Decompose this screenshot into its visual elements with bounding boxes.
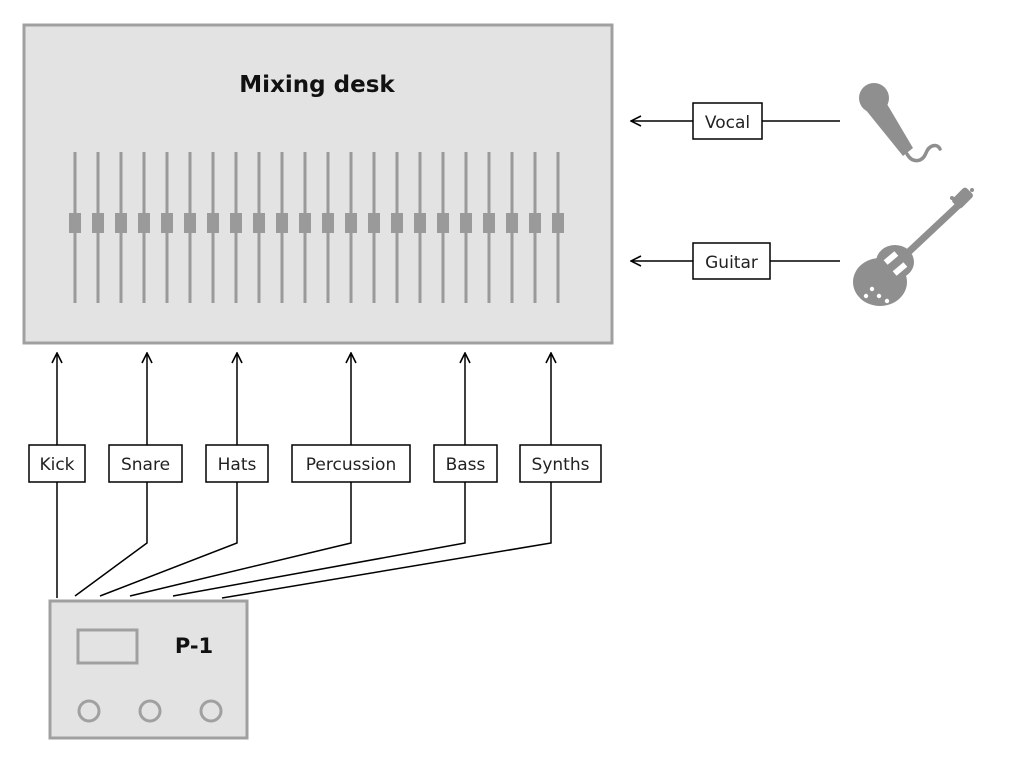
synths-label: Synths (532, 455, 590, 475)
cable-hats (99, 482, 238, 597)
fader (161, 152, 173, 303)
fader-knob (437, 213, 449, 233)
vocal-label: Vocal (705, 113, 750, 133)
p1-device-name: P-1 (175, 634, 213, 658)
fader (414, 152, 426, 303)
fader (207, 152, 219, 303)
p1-knob (199, 699, 223, 723)
fader-knob (506, 213, 518, 233)
kick-label-box (28, 444, 86, 483)
guitar-icon (853, 187, 974, 306)
fader-knob (138, 213, 150, 233)
fader (322, 152, 334, 303)
fader (138, 152, 150, 303)
p1-device-body (48, 599, 249, 740)
hats-label: Hats (218, 455, 257, 475)
fader (184, 152, 196, 303)
fader-knob (115, 213, 127, 233)
channel-percussion: Percussion (291, 353, 411, 483)
fader-knob (69, 213, 81, 233)
synths-label-box (519, 444, 602, 483)
fader (276, 152, 288, 303)
fader (391, 152, 403, 303)
fader-knob (276, 213, 288, 233)
fader (253, 152, 265, 303)
fader-knob (299, 213, 311, 233)
snare-label-box (108, 444, 183, 483)
fader-knob (414, 213, 426, 233)
percussion-label: Percussion (306, 455, 396, 475)
fader (483, 152, 495, 303)
snare-label: Snare (121, 455, 170, 475)
guitar-label: Guitar (705, 253, 758, 273)
fader-knob (230, 213, 242, 233)
fader-knob (207, 213, 219, 233)
fader (69, 152, 81, 303)
channel-synths: Synths (519, 353, 602, 483)
device-output-cables (56, 482, 552, 599)
bass-label: Bass (446, 455, 486, 475)
fader (299, 152, 311, 303)
fader (345, 152, 357, 303)
microphone-icon (859, 83, 942, 163)
fader-knob (161, 213, 173, 233)
fader-knob (391, 213, 403, 233)
fader-knob (345, 213, 357, 233)
fader-knob (253, 213, 265, 233)
fader-knob (92, 213, 104, 233)
fader-knob (529, 213, 541, 233)
fader-knob (552, 213, 564, 233)
p1-screen (76, 628, 139, 665)
p1-knob (77, 699, 101, 723)
vocal-label-box (692, 102, 763, 140)
p1-knob (138, 699, 162, 723)
hats-label-box (205, 444, 269, 483)
cable-bass (172, 482, 466, 597)
cable-synths (221, 482, 552, 599)
fader (115, 152, 127, 303)
fader (506, 152, 518, 303)
mixing-desk-title: Mixing desk (239, 72, 395, 98)
fader (230, 152, 242, 303)
channel-bass: Bass (433, 353, 498, 483)
fader (460, 152, 472, 303)
fader-knob (460, 213, 472, 233)
guitar-label-box (692, 242, 771, 280)
percussion-label-box (291, 444, 411, 483)
fader-knob (322, 213, 334, 233)
cable-snare (74, 482, 148, 597)
fader-knob (368, 213, 380, 233)
fader (437, 152, 449, 303)
cable-percussion (129, 482, 352, 597)
fader-knob (483, 213, 495, 233)
p1-device: P-1 (48, 599, 249, 740)
fader (92, 152, 104, 303)
external-input-guitar: Guitar (631, 187, 974, 306)
kick-label: Kick (39, 455, 74, 475)
fader-knob (184, 213, 196, 233)
channel-kick: Kick (28, 353, 86, 483)
mixing-desk: Mixing desk (22, 23, 614, 345)
fader-bank (69, 152, 564, 303)
fader (368, 152, 380, 303)
channel-snare: Snare (108, 353, 183, 483)
external-input-vocal: Vocal (631, 83, 942, 163)
channel-hats: Hats (205, 353, 269, 483)
fader (552, 152, 564, 303)
fader (529, 152, 541, 303)
